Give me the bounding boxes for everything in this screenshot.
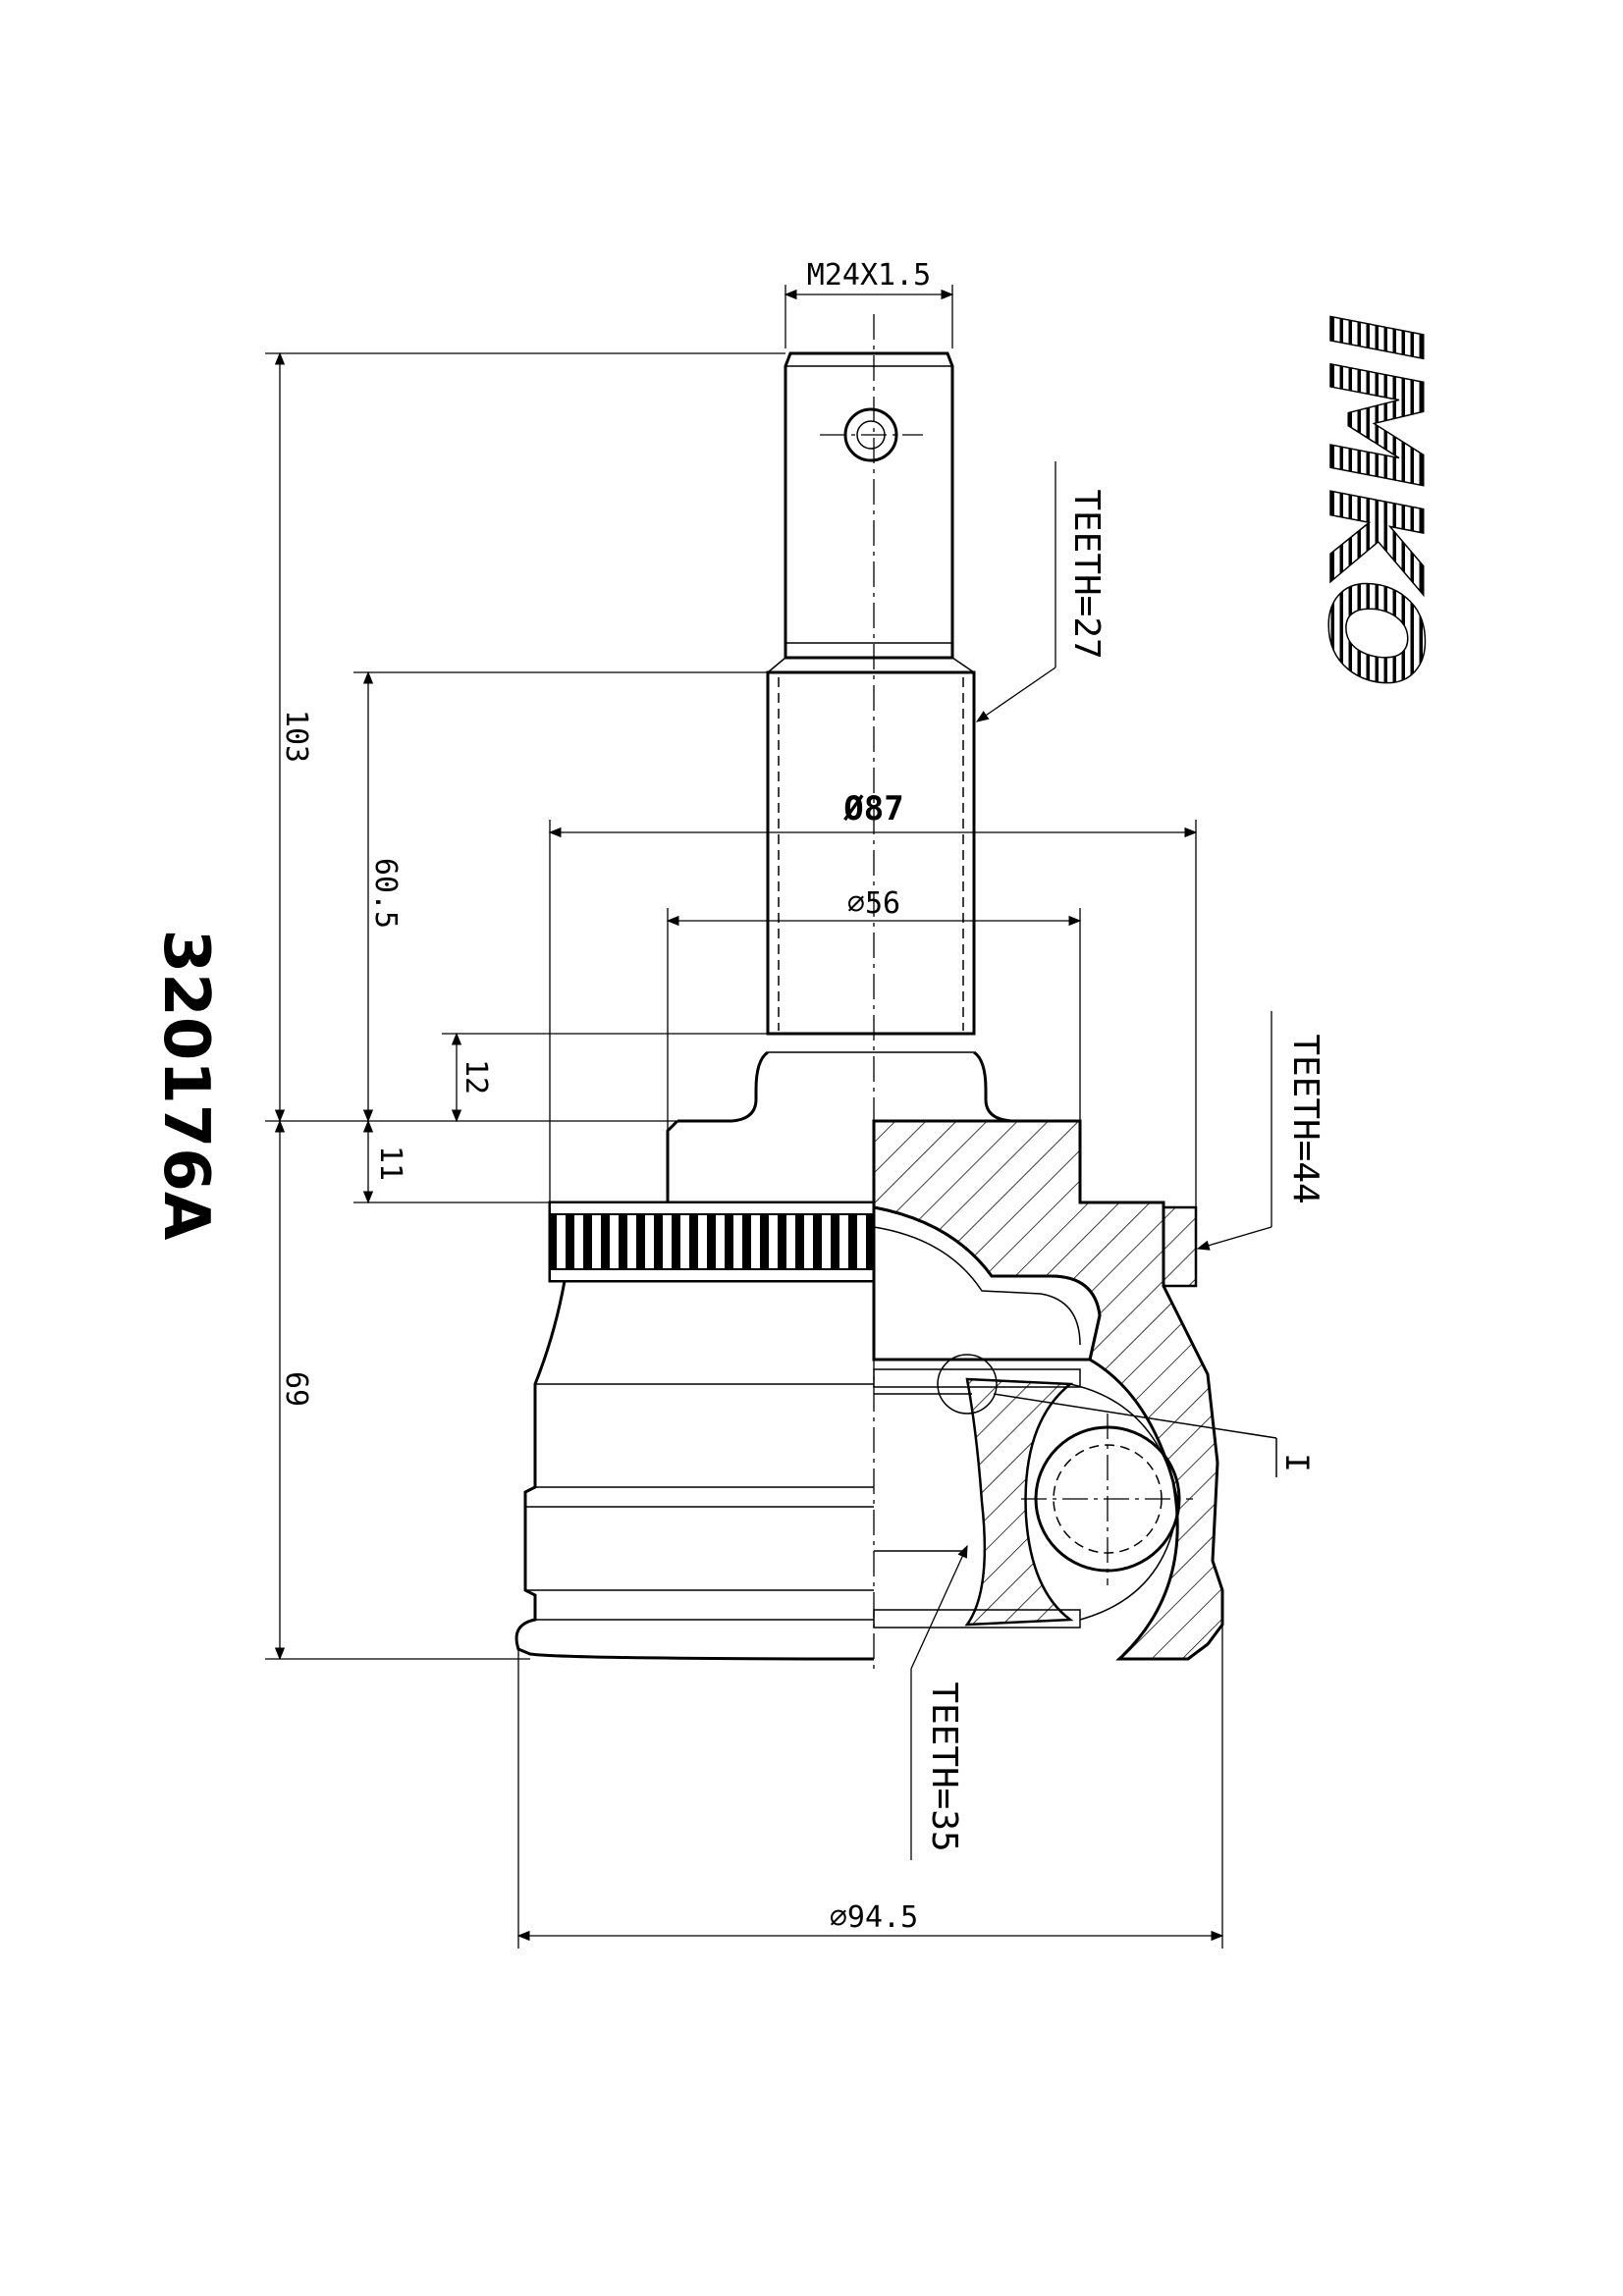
inner-teeth-label: TEETH=35: [924, 1682, 964, 1851]
detail-marker-label: I: [1278, 1453, 1316, 1471]
body-length-label: 69: [279, 1371, 313, 1407]
inner-diameter-label: ⌀56: [847, 886, 900, 921]
shaft-length-label: 60.5: [368, 858, 403, 929]
collar-height-label: 12: [459, 1059, 493, 1095]
spline-teeth-label: TEETH=27: [1066, 489, 1107, 659]
overall-length-label: 103: [279, 710, 313, 763]
outer-diameter-label: Ø87: [842, 789, 903, 828]
dim-housing-diameter: [516, 1625, 1224, 1949]
brand-name: IMKO: [1300, 314, 1449, 688]
dim-collar-height: [442, 1032, 768, 1123]
part-number: 320176A: [149, 930, 222, 1241]
leader-inner-teeth: [910, 1544, 968, 1670]
housing-exterior: [514, 1280, 875, 1661]
dim-shaft-length: [353, 670, 768, 1123]
dim-body-length: [265, 1119, 530, 1661]
dim-overall-length: [265, 351, 785, 1123]
thread-label: M24X1.5: [807, 258, 931, 293]
collar: [677, 1050, 1080, 1123]
abs-ring: [548, 1201, 1198, 1288]
dim-flange-height: [353, 1119, 550, 1204]
leader-abs-teeth: [1196, 1226, 1272, 1251]
threaded-stub: [784, 351, 954, 660]
abs-teeth-label: TEETH=44: [1285, 1034, 1325, 1203]
leader-spline-teeth: [975, 667, 1056, 722]
dim-outer-diameter: [548, 820, 1198, 1207]
dim-inner-diameter: [666, 908, 1082, 1131]
splined-shaft: [766, 657, 976, 1053]
brand-logo: IMKO: [1299, 313, 1450, 688]
dim-thread: [784, 285, 954, 348]
flange-height-label: 11: [373, 1146, 407, 1181]
housing-diameter-label: ⌀94.5: [830, 1900, 918, 1935]
detail-circle: [937, 1354, 998, 1415]
housing-section: [872, 1119, 1224, 1661]
